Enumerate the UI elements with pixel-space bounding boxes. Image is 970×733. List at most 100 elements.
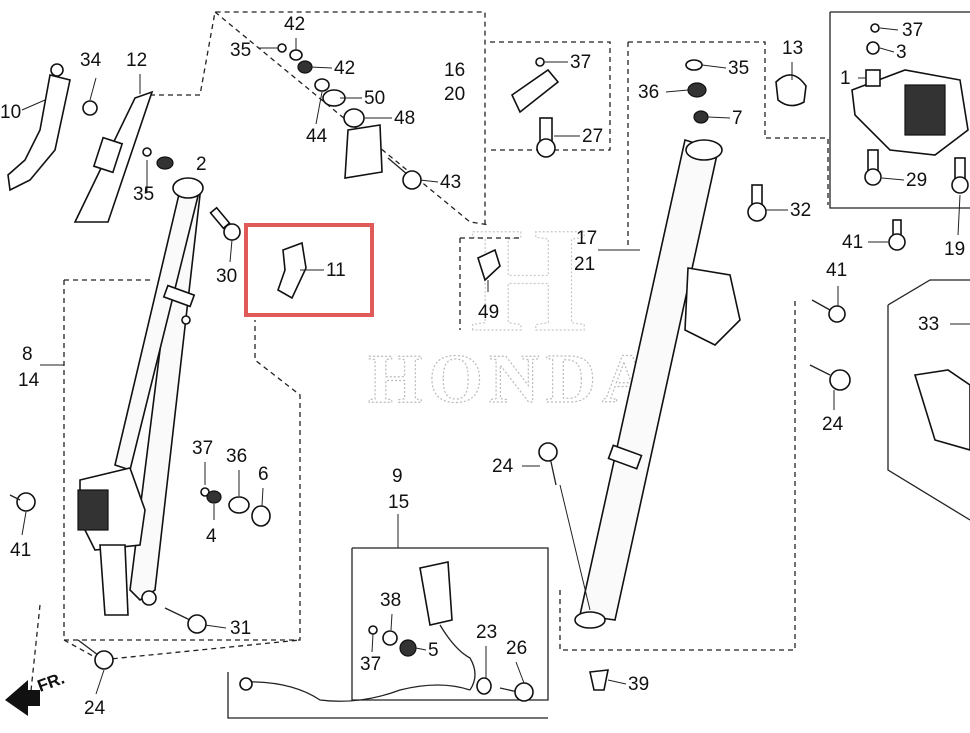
leader-26 — [515, 661, 525, 684]
callout-9: 9 — [392, 466, 403, 487]
leader-19 — [957, 194, 961, 236]
buckle-stalk — [439, 624, 476, 691]
washer-2 — [156, 156, 174, 170]
nut-7 — [693, 110, 709, 124]
cable-end-left — [239, 677, 253, 691]
front-arrow-icon — [5, 680, 40, 716]
bolt-27-head — [536, 138, 556, 158]
pillar-cover-slot — [92, 136, 124, 174]
leader-43 — [419, 179, 439, 183]
callout-6: 6 — [258, 464, 269, 485]
callout-37: 37 — [360, 654, 381, 675]
callout-48: 48 — [394, 108, 415, 129]
left-retractor-spool — [77, 489, 109, 531]
group-outline-33-side — [887, 305, 970, 521]
callout-36: 36 — [638, 82, 659, 103]
group-outline-right — [628, 41, 829, 205]
callout-37: 37 — [902, 20, 923, 41]
bolt-24-mid-line — [559, 484, 591, 611]
callout-13: 13 — [782, 38, 803, 59]
callout-15: 15 — [388, 492, 409, 513]
nut-37-top — [535, 57, 545, 67]
group-outline-buckle — [351, 547, 549, 701]
washer-42-b — [297, 60, 313, 74]
clip-35-top — [277, 43, 287, 53]
washer-38 — [382, 630, 398, 646]
cap-13 — [775, 74, 807, 107]
spacer-6 — [251, 505, 271, 527]
washer-37-buckle — [368, 625, 378, 635]
bolt-30-head — [223, 223, 241, 241]
leader-lines — [21, 27, 970, 695]
callout-29: 29 — [906, 170, 927, 191]
callout-17: 17 — [576, 228, 597, 249]
clip-39 — [589, 669, 609, 691]
leader-24 — [95, 669, 105, 695]
leader-29 — [881, 177, 905, 181]
bolt-29-head — [864, 168, 882, 186]
callout-50: 50 — [364, 88, 385, 109]
callout-14: 14 — [18, 370, 40, 391]
bracket-33 — [913, 369, 970, 451]
belt-guide — [7, 74, 71, 192]
bolt-41-right-head — [828, 305, 846, 323]
group-outline-right-bottom — [559, 300, 796, 651]
callout-4: 4 — [206, 526, 217, 547]
watermark-text: HONDA — [368, 341, 659, 418]
group-outline-retractor-side — [829, 12, 970, 209]
callout-1: 1 — [840, 68, 851, 89]
bolt-43-shank — [387, 157, 409, 176]
bolt-24-mid-head — [538, 442, 558, 462]
callout-32: 32 — [790, 200, 811, 221]
bolt-41-left-shank — [9, 494, 21, 501]
callout-30: 30 — [216, 266, 237, 287]
washer-37-left — [200, 487, 210, 497]
bolt-32-head — [747, 202, 767, 222]
callout-33: 33 — [918, 314, 939, 335]
callout-19: 19 — [944, 239, 965, 260]
left-anchor-top — [172, 177, 204, 199]
leader-37 — [371, 633, 374, 653]
leader-10 — [21, 99, 46, 111]
leader-38 — [390, 613, 393, 631]
right-retractor — [684, 267, 741, 346]
leader-6 — [261, 487, 264, 507]
callout-41: 41 — [10, 540, 31, 561]
callout-11: 11 — [326, 260, 346, 281]
bolt-24-right-head — [829, 369, 851, 391]
leader-30 — [229, 239, 233, 263]
leader-41 — [21, 511, 27, 536]
left-stopper-pin — [181, 315, 191, 325]
highlight-box — [244, 223, 374, 317]
leader-39 — [607, 679, 627, 685]
front-direction-label: FR. — [35, 669, 67, 696]
bolt-24-low-head — [94, 650, 114, 670]
bolt-24-low-shank — [77, 639, 99, 656]
callout-23: 23 — [476, 622, 497, 643]
washer-35-right — [685, 59, 703, 71]
bolt-31-shank — [164, 607, 191, 621]
washer-36-right — [687, 82, 707, 98]
leader-31 — [204, 624, 227, 629]
callout-24: 24 — [492, 456, 514, 477]
left-retractor-bracket — [99, 544, 129, 616]
callout-43: 43 — [440, 172, 461, 193]
callout-35: 35 — [133, 184, 154, 205]
group-outline-buckle-low — [227, 672, 548, 719]
leader-37 — [879, 27, 899, 31]
callout-39: 39 — [628, 674, 649, 695]
left-anchor-lower — [141, 590, 157, 606]
bolt-34-head — [82, 100, 98, 116]
buckle-head — [419, 561, 453, 626]
anchor-plate — [510, 68, 560, 114]
bolt-41-ret-head — [888, 233, 906, 251]
clip-35 — [142, 147, 152, 157]
bolt-19-head — [951, 176, 969, 194]
callout-20: 20 — [444, 84, 465, 105]
callout-38: 38 — [380, 590, 401, 611]
right-anchor-lower — [574, 611, 606, 629]
bolt-26-head — [514, 682, 534, 702]
callout-34: 34 — [80, 50, 102, 71]
